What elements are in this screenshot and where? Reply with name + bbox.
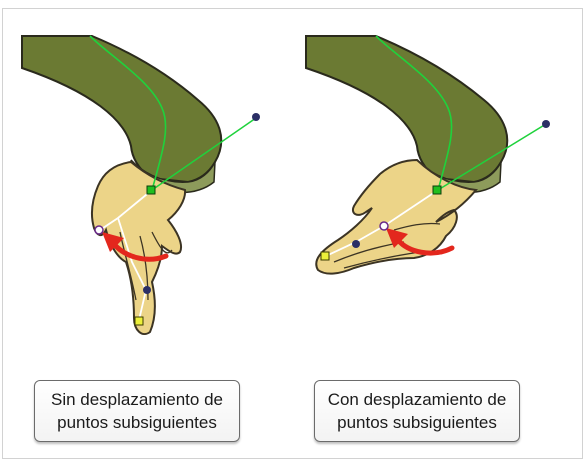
left-caption-line2: puntos subsiguientes xyxy=(57,413,217,432)
right-caption-line2: puntos subsiguientes xyxy=(337,413,497,432)
left-bone-chain-lower xyxy=(117,217,147,321)
right-caption: Con desplazamiento de puntos subsiguient… xyxy=(314,380,520,442)
left-sleeve xyxy=(21,35,223,184)
left-caption-line1: Sin desplazamiento de xyxy=(50,390,223,409)
right-mid-point[interactable] xyxy=(352,240,360,248)
right-deform-curve xyxy=(375,35,453,191)
left-pivot-point[interactable] xyxy=(146,185,156,195)
left-mid-point[interactable] xyxy=(143,286,151,294)
right-bone-chain xyxy=(325,189,439,257)
right-end-point[interactable] xyxy=(320,251,330,261)
left-rotate-arrow xyxy=(111,241,169,262)
left-rotate-arrowhead xyxy=(102,232,124,252)
right-rotate-arrow xyxy=(395,237,455,256)
right-panel-illustration xyxy=(305,35,550,275)
right-selected-point[interactable] xyxy=(379,221,389,231)
left-handle-point[interactable] xyxy=(252,113,260,121)
left-end-point[interactable] xyxy=(134,316,144,326)
left-deform-curve xyxy=(89,35,167,191)
left-panel-illustration xyxy=(21,35,260,336)
right-handle-point[interactable] xyxy=(542,120,550,128)
right-handle-line xyxy=(437,123,547,191)
right-pivot-point[interactable] xyxy=(432,185,442,195)
right-caption-line1: Con desplazamiento de xyxy=(327,390,507,409)
left-selected-point[interactable] xyxy=(94,225,104,235)
left-hand xyxy=(90,160,187,336)
left-handle-line xyxy=(151,117,257,191)
right-rotate-arrowhead xyxy=(386,228,408,248)
left-caption: Sin desplazamiento de puntos subsiguient… xyxy=(34,380,240,442)
